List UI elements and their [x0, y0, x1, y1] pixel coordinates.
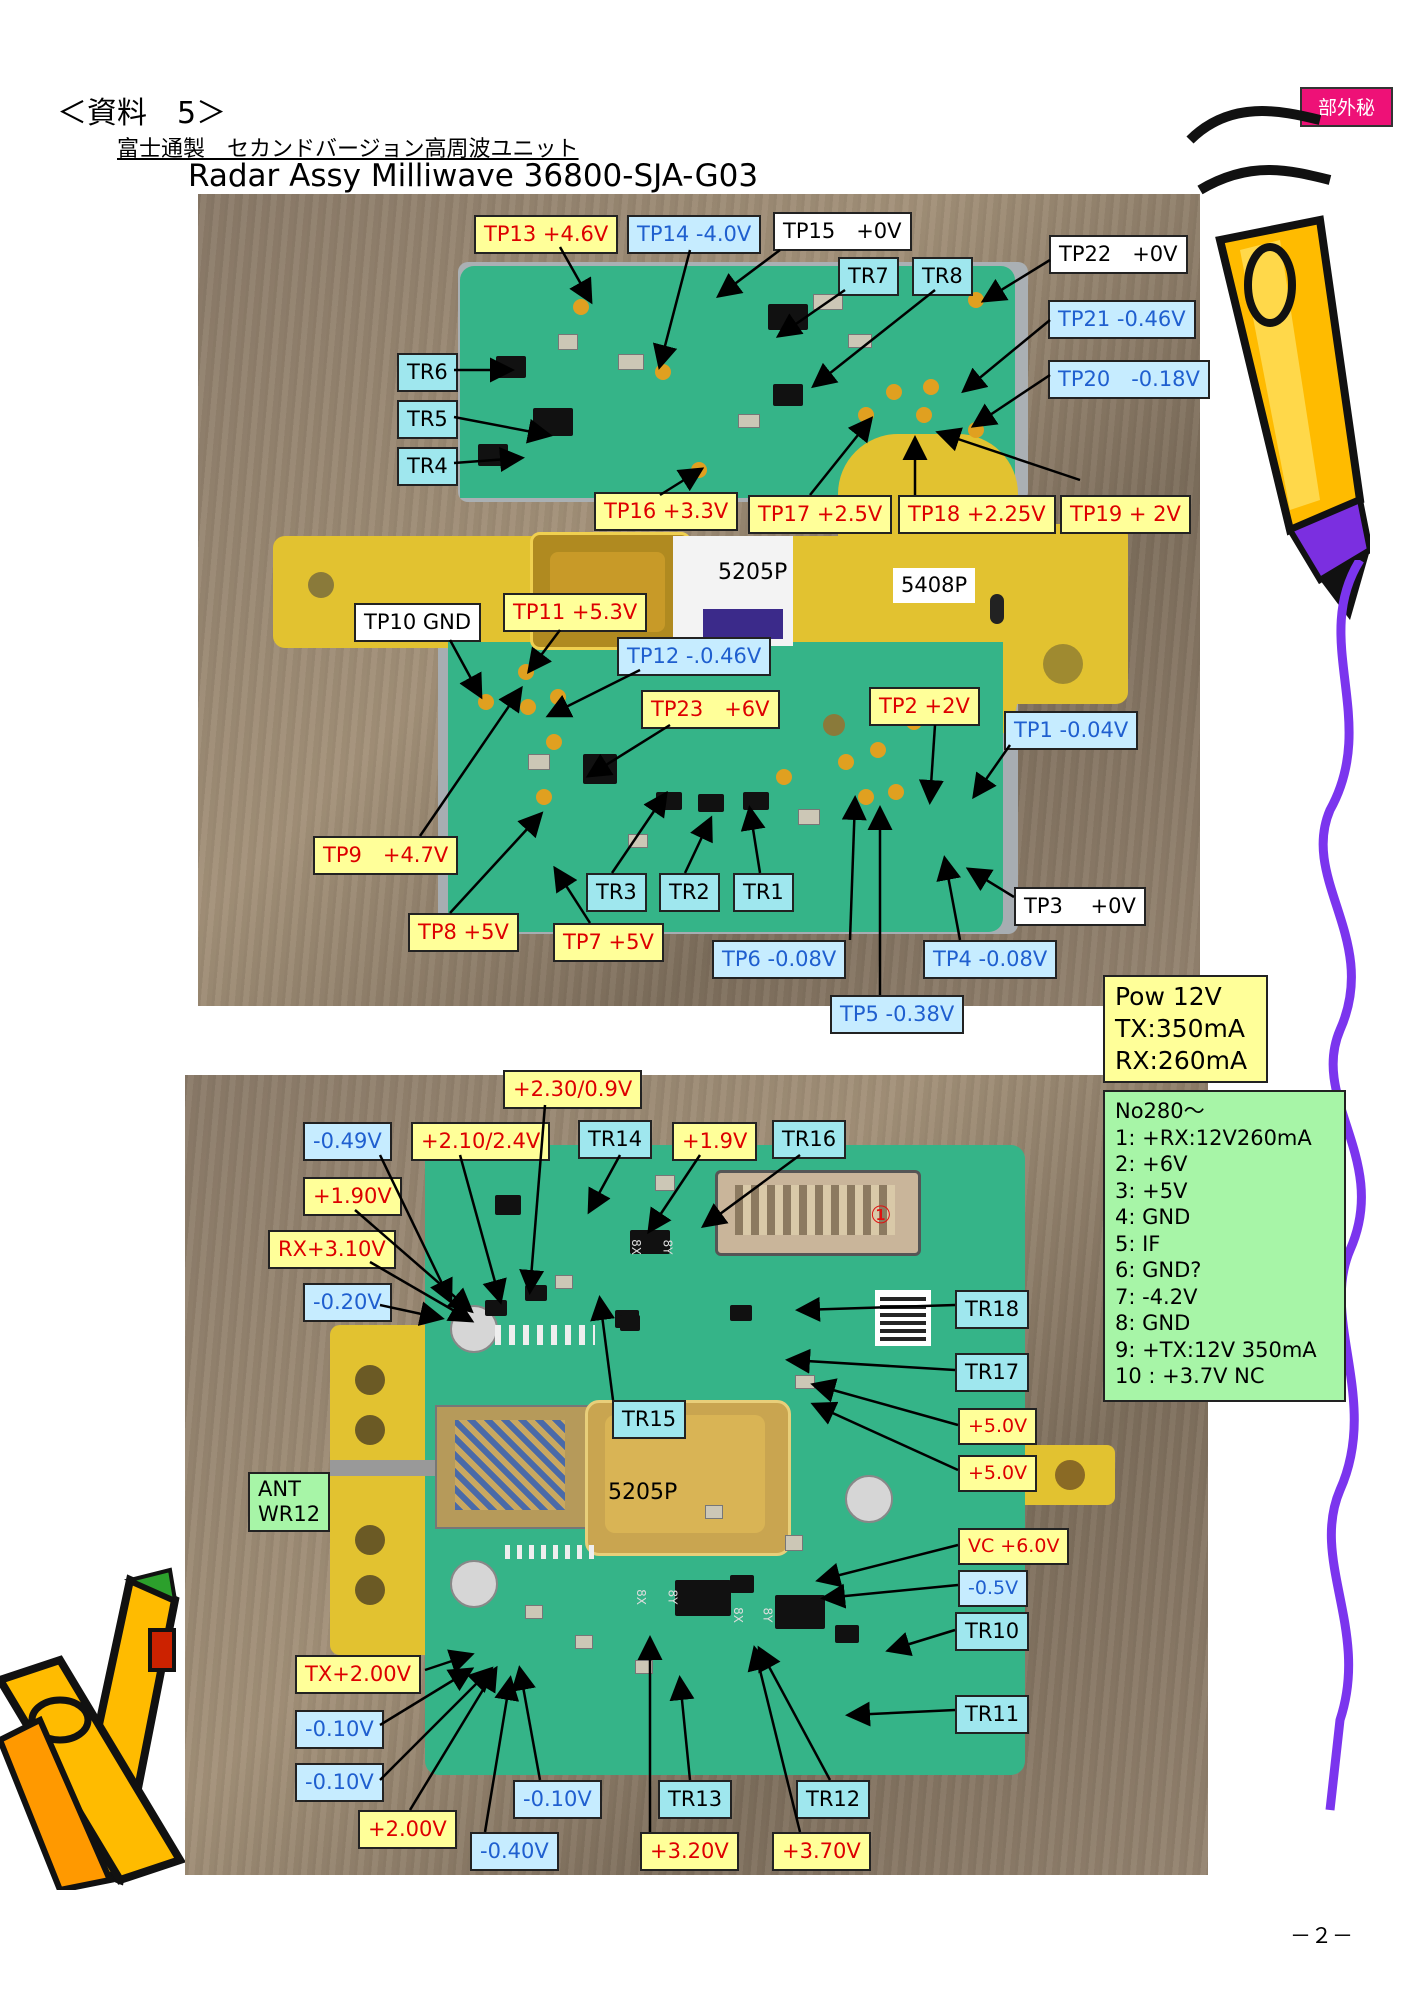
- ant-text: ANT: [258, 1477, 301, 1501]
- label-tr2: TR2: [659, 873, 720, 912]
- label-tp23: TP23 +6V: [641, 690, 780, 729]
- label-tp18: TP18 +2.25V: [898, 495, 1056, 534]
- purple-squiggle-icon: [1318, 560, 1366, 1811]
- label-tr17: TR17: [955, 1353, 1030, 1392]
- pinout-title: No280～: [1115, 1099, 1205, 1123]
- label-neg010v-c: -0.10V: [513, 1780, 602, 1819]
- pin-item: 4: GND: [1115, 1205, 1191, 1229]
- label-19v: +1.9V: [672, 1122, 758, 1161]
- pin-item: 3: +5V: [1115, 1178, 1188, 1203]
- label-tp16: TP16 +3.3V: [594, 492, 739, 531]
- label-tp7: TP7 +5V: [553, 923, 664, 962]
- label-50v-b: +5.0V: [958, 1455, 1038, 1492]
- label-ant-wr12: ANT WR12: [248, 1472, 331, 1532]
- label-tp17: TP17 +2.5V: [748, 495, 893, 534]
- label-neg05v: -0.5V: [958, 1570, 1029, 1607]
- label-320v: +3.20V: [640, 1832, 739, 1871]
- subtitle: 富士通製 セカンドバージョン高周波ユニット: [117, 137, 579, 162]
- pin-item: 8: GND: [1115, 1311, 1191, 1335]
- rx-current: RX:260mA: [1115, 1046, 1248, 1075]
- wr12-text: WR12: [258, 1502, 321, 1526]
- label-tp22: TP22 +0V: [1049, 235, 1188, 274]
- label-tr15: TR15: [612, 1400, 687, 1439]
- label-tp1: TP1 -0.04V: [1004, 711, 1139, 750]
- label-200v: +2.00V: [358, 1810, 457, 1849]
- label-tp9: TP9 +4.7V: [313, 836, 459, 875]
- label-neg020v: -0.20V: [303, 1283, 392, 1322]
- page-number: －２－: [1290, 1924, 1353, 1948]
- label-tp5: TP5 -0.38V: [830, 995, 965, 1034]
- label-tr11: TR11: [955, 1695, 1030, 1734]
- label-tr7: TR7: [838, 257, 899, 296]
- label-tp15: TP15 +0V: [773, 212, 912, 251]
- label-370v: +3.70V: [772, 1832, 871, 1871]
- label-tr1: TR1: [733, 873, 794, 912]
- label-tp13: TP13 +4.6V: [474, 215, 619, 254]
- chip-mark: 8X: [730, 1607, 745, 1623]
- label-tp21: TP21 -0.46V: [1048, 300, 1196, 339]
- label-210-24v: +2.10/2.4V: [411, 1122, 551, 1161]
- chip-label-5205p: 5205P: [718, 560, 788, 585]
- chip-mark: 8Y: [760, 1607, 775, 1623]
- label-tr18: TR18: [955, 1290, 1030, 1329]
- tx-current: TX:350mA: [1115, 1014, 1245, 1043]
- label-tr14: TR14: [578, 1120, 653, 1159]
- label-tr4: TR4: [397, 447, 458, 486]
- chip-mark: 8Y: [665, 1589, 680, 1605]
- label-vc60v: VC +6.0V: [958, 1528, 1070, 1565]
- chip-mark: 8Y: [660, 1239, 675, 1255]
- power-spec-box: Pow 12V TX:350mA RX:260mA: [1103, 975, 1268, 1083]
- pen-illustration-icon: [1186, 106, 1370, 620]
- chip-label-5408p: 5408P: [893, 568, 976, 603]
- label-tp14: TP14 -4.0V: [627, 215, 762, 254]
- label-neg010v-a: -0.10V: [295, 1710, 384, 1749]
- label-rx310v: RX+3.10V: [268, 1230, 396, 1269]
- pin-item: 5: IF: [1115, 1231, 1161, 1256]
- pin-item: 9: +TX:12V 350mA: [1115, 1337, 1317, 1362]
- label-tr10: TR10: [955, 1612, 1030, 1651]
- label-tp2: TP2 +2V: [869, 687, 980, 726]
- label-tr16: TR16: [772, 1120, 847, 1159]
- label-50v-a: +5.0V: [958, 1408, 1038, 1445]
- pens-illustration-icon: [0, 1567, 186, 1890]
- label-tp3: TP3 +0V: [1014, 887, 1146, 926]
- label-tr3: TR3: [586, 873, 647, 912]
- page-title: Radar Assy Milliwave 36800-SJA-G03: [188, 158, 759, 194]
- label-190v: +1.90V: [303, 1177, 402, 1216]
- power-line: Pow 12V: [1115, 982, 1222, 1011]
- label-tp6: TP6 -0.08V: [712, 940, 847, 979]
- label-tr6: TR6: [397, 353, 458, 392]
- label-tp4: TP4 -0.08V: [923, 940, 1058, 979]
- connector-pinout-box: No280～ 1: +RX:12V260mA 2: +6V 3: +5V 4: …: [1103, 1090, 1346, 1402]
- label-tp8: TP8 +5V: [408, 913, 519, 952]
- pin-item: 1: +RX:12V260mA: [1115, 1125, 1312, 1150]
- label-tr5: TR5: [397, 400, 458, 439]
- label-tp10: TP10 GND: [354, 603, 482, 642]
- label-tp12: TP12 -.0.46V: [617, 637, 772, 676]
- label-tp19: TP19 + 2V: [1060, 495, 1191, 534]
- pin-item: 6: GND?: [1115, 1258, 1202, 1282]
- label-neg040v: -0.40V: [470, 1832, 559, 1871]
- label-neg010v-b: -0.10V: [295, 1763, 384, 1802]
- label-tr12: TR12: [796, 1780, 871, 1819]
- pin1-marker: ①: [870, 1201, 892, 1229]
- label-tr8: TR8: [912, 257, 973, 296]
- chip-mark: 8X: [628, 1239, 643, 1255]
- chip-label-5205p-bottom: 5205P: [608, 1480, 678, 1505]
- label-tp11: TP11 +5.3V: [503, 593, 648, 632]
- label-tx200v: TX+2.00V: [295, 1655, 421, 1694]
- pin-item: 2: +6V: [1115, 1152, 1188, 1176]
- label-neg049v: -0.49V: [303, 1122, 392, 1161]
- label-tp20: TP20 -0.18V: [1048, 360, 1210, 399]
- pin-item: 7: -4.2V: [1115, 1284, 1198, 1309]
- section-heading: ＜資料 5＞: [57, 96, 227, 131]
- label-tr13: TR13: [658, 1780, 733, 1819]
- label-230-09v: +2.30/0.9V: [503, 1070, 643, 1109]
- chip-mark: 8X: [633, 1589, 648, 1605]
- pin-item: 10 : +3.7V NC: [1115, 1364, 1265, 1388]
